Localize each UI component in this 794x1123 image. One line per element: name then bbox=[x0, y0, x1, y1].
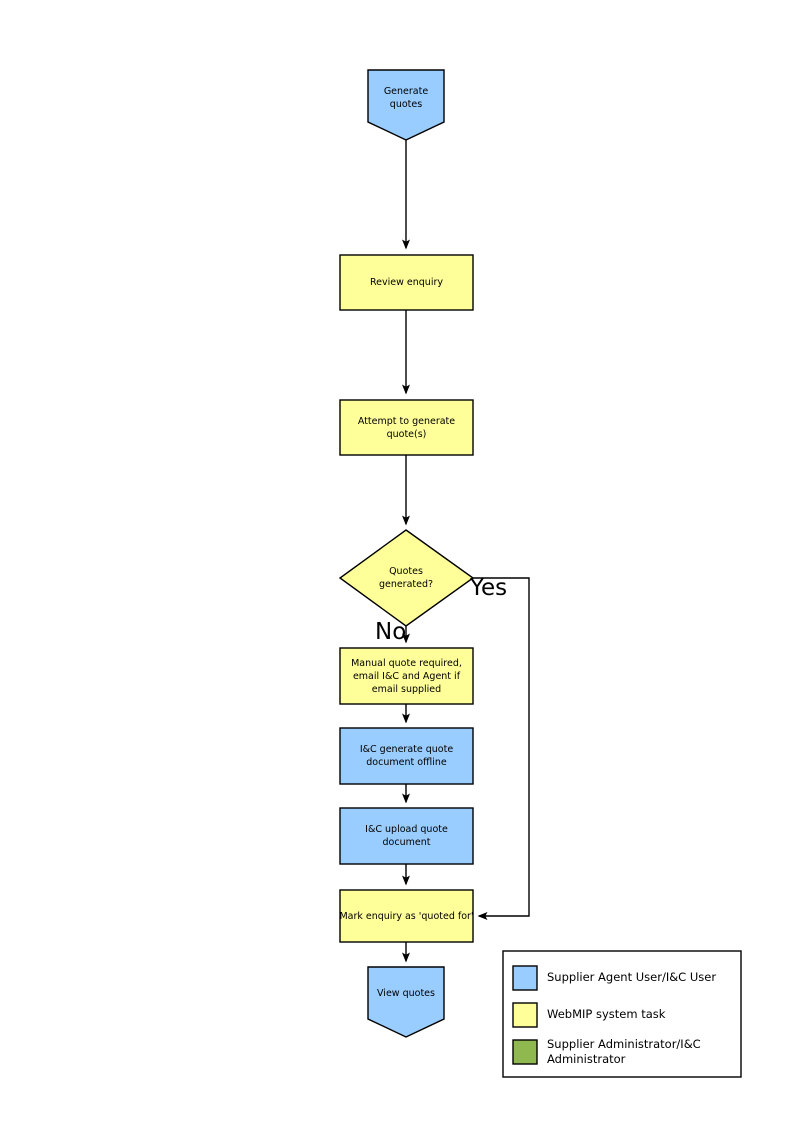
legend-swatch-webmip-system-task bbox=[512, 1002, 538, 1028]
connector-group bbox=[402, 140, 530, 963]
node-mark-enquiry-quoted-for[interactable] bbox=[339, 889, 474, 943]
node-attempt-generate-quotes[interactable] bbox=[339, 399, 474, 456]
legend-label-webmip-system-task: WebMIP system task bbox=[547, 1007, 666, 1021]
legend-label-supplier-administrator: Supplier Administrator/I&C Administrator bbox=[547, 1037, 701, 1066]
legend-box bbox=[502, 950, 742, 1078]
edge-label-no: No bbox=[375, 619, 407, 645]
legend-swatch-supplier-administrator bbox=[512, 1039, 538, 1065]
node-generate-quotes[interactable] bbox=[367, 69, 445, 141]
node-review-enquiry[interactable] bbox=[339, 254, 474, 311]
edge-decision-yes-to-mark-enquiry bbox=[473, 577, 530, 920]
legend-border bbox=[502, 950, 742, 1078]
node-quotes-generated-decision[interactable] bbox=[338, 529, 475, 627]
node-ic-generate-quote-document-offline[interactable] bbox=[339, 727, 474, 785]
node-group bbox=[338, 69, 475, 1038]
node-ic-upload-quote-document[interactable] bbox=[339, 807, 474, 865]
edge-label-yes: Yes bbox=[470, 575, 508, 601]
legend-swatch-supplier-agent-user bbox=[512, 965, 538, 991]
node-view-quotes[interactable] bbox=[367, 966, 445, 1038]
legend-label-supplier-agent-user: Supplier Agent User/I&C User bbox=[547, 970, 717, 984]
node-manual-quote-required[interactable] bbox=[339, 647, 474, 705]
